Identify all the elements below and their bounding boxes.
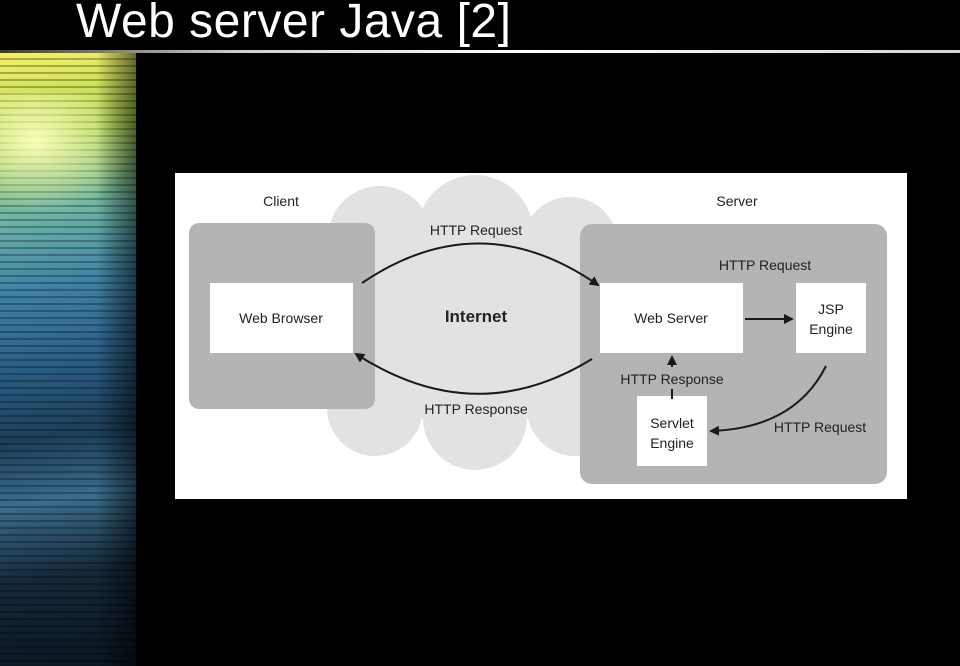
diagram-svg: Client Server Web Browser Internet Web S…	[189, 175, 887, 484]
decorative-side-image	[0, 53, 136, 666]
servlet-engine-label-line2: Engine	[650, 435, 694, 451]
architecture-diagram: Client Server Web Browser Internet Web S…	[175, 173, 907, 499]
http-response-bottom-label: HTTP Response	[424, 401, 527, 417]
client-label: Client	[263, 193, 299, 209]
internet-label: Internet	[445, 307, 508, 326]
web-browser-box	[210, 283, 353, 353]
jsp-engine-label-line1: JSP	[818, 301, 844, 317]
http-request-servlet-label: HTTP Request	[774, 419, 866, 435]
arrow-http-request-top	[361, 242, 600, 287]
http-request-jsp-label: HTTP Request	[719, 257, 811, 273]
jsp-engine-box	[796, 283, 866, 353]
servlet-engine-label-line1: Servlet	[650, 415, 694, 431]
http-request-top-label: HTTP Request	[430, 222, 522, 238]
server-label: Server	[716, 193, 758, 209]
slide-title: Web server Java [2]	[76, 0, 512, 48]
title-divider	[0, 50, 960, 53]
arrow-jsp-to-servlet	[709, 365, 827, 436]
web-server-label: Web Server	[634, 310, 708, 326]
servlet-engine-box	[637, 396, 707, 466]
jsp-engine-label-line2: Engine	[809, 321, 853, 337]
arrow-http-response-bottom	[354, 352, 593, 395]
web-server-box	[600, 283, 743, 353]
web-browser-label: Web Browser	[239, 310, 323, 326]
http-response-servlet-label: HTTP Response	[620, 371, 723, 387]
